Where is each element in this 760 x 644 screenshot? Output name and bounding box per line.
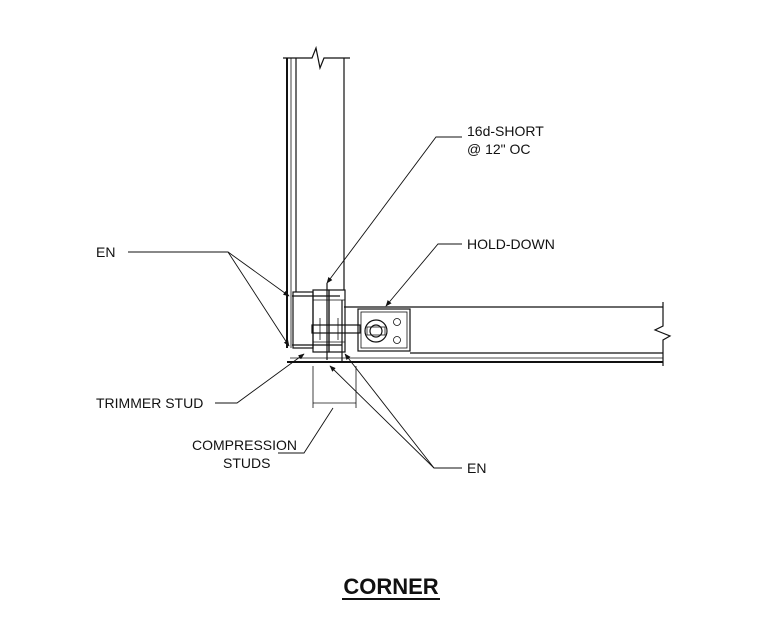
leader-16d-short (326, 136, 462, 284)
label-en-bottom: EN (467, 460, 486, 476)
leader-trimmer-stud (215, 353, 305, 404)
label-compression: COMPRESSION (192, 437, 297, 453)
corner-framing (292, 283, 361, 362)
hold-down-bolt-hole-2 (393, 336, 401, 344)
drawing-title: CORNER (343, 574, 438, 599)
vertical-wall (283, 45, 350, 348)
hold-down-hardware (357, 308, 411, 352)
wall-break-symbol-right (653, 302, 672, 366)
leader-en-bottom-2 (344, 353, 435, 469)
label-trimmer-stud: TRIMMER STUD (96, 395, 203, 411)
label-studs: STUDS (223, 455, 270, 471)
label-12-oc: @ 12" OC (467, 141, 531, 157)
leader-en-bottom-1 (329, 365, 462, 469)
compression-dimension (312, 366, 357, 408)
horizontal-wall (287, 302, 672, 366)
label-en-left: EN (96, 244, 115, 260)
hold-down-washer (364, 319, 388, 343)
leader-lines (128, 136, 462, 469)
through-bolt (311, 324, 361, 334)
wall-break-symbol-top (283, 45, 350, 71)
leader-hold-down (385, 243, 462, 307)
label-hold-down: HOLD-DOWN (467, 236, 555, 252)
hold-down-bolt-hole-1 (393, 318, 401, 326)
leader-en-left-2 (227, 251, 290, 347)
leader-en-left-1 (128, 251, 290, 297)
compression-stud-2 (328, 289, 346, 353)
label-16d-short: 16d-SHORT (467, 123, 544, 139)
trimmer-stud (292, 291, 314, 349)
leader-compression-studs (278, 407, 334, 454)
